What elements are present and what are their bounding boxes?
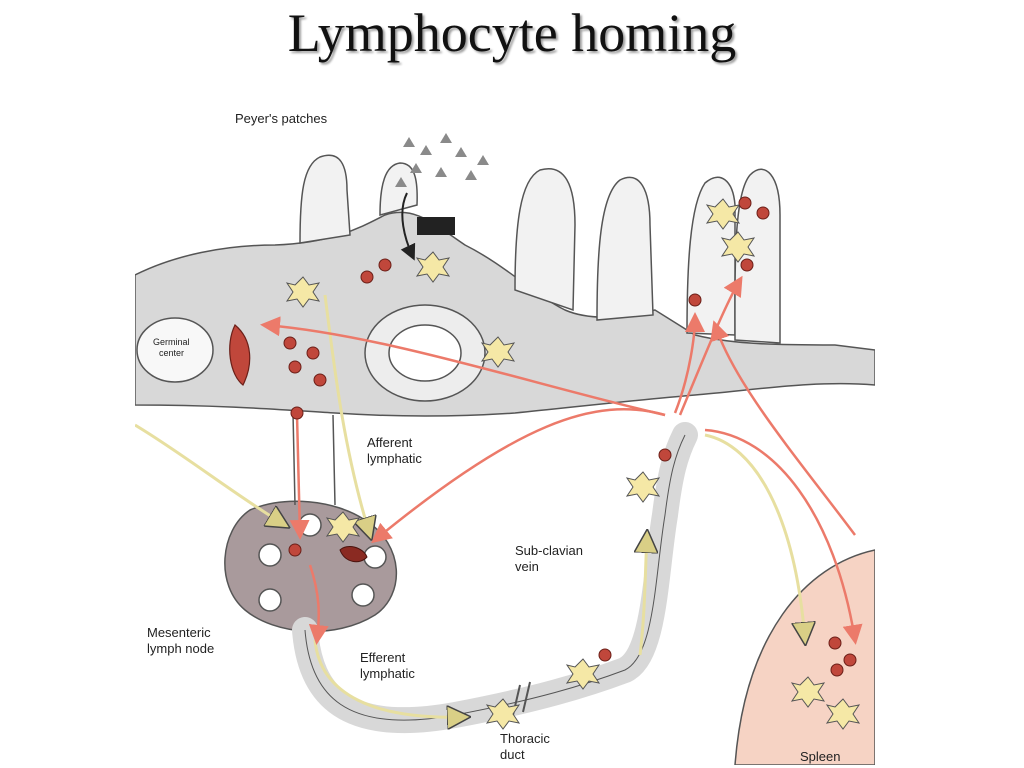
lymphocyte-cluster xyxy=(229,324,251,386)
label-thoracic-line2: duct xyxy=(500,747,525,762)
label-germinal-line1: Germinal xyxy=(153,337,190,347)
label-subclavian-line2: vein xyxy=(515,559,539,574)
label-afferent-line2: lymphatic xyxy=(367,451,422,466)
label-mesenteric-line1: Mesenteric xyxy=(147,625,211,640)
label-efferent-line2: lymphatic xyxy=(360,666,415,681)
label-mesenteric-line2: lymph node xyxy=(147,641,214,656)
afferent-lymphatic-vessel xyxy=(292,412,336,506)
dendritic-cells xyxy=(285,198,861,730)
label-efferent-line1: Efferent xyxy=(360,650,406,665)
label-spleen: Spleen xyxy=(800,749,840,764)
lymphocyte-homing-diagram: Peyer's patches Germinal center Afferent… xyxy=(135,95,875,765)
m-cell xyxy=(417,217,455,235)
lymphocyte-cluster-node xyxy=(339,546,368,563)
label-thoracic-line1: Thoracic xyxy=(500,731,550,746)
label-peyers-patches: Peyer's patches xyxy=(235,111,328,126)
lymphocytes xyxy=(283,196,857,677)
label-afferent-line1: Afferent xyxy=(367,435,413,450)
antigen-particles xyxy=(395,133,489,187)
slide-title: Lymphocyte homing xyxy=(287,3,737,63)
germinal-center xyxy=(136,317,214,383)
label-germinal-line2: center xyxy=(159,348,184,358)
antigen-uptake-arrow xyxy=(400,192,416,261)
label-subclavian-line1: Sub-clavian xyxy=(515,543,583,558)
